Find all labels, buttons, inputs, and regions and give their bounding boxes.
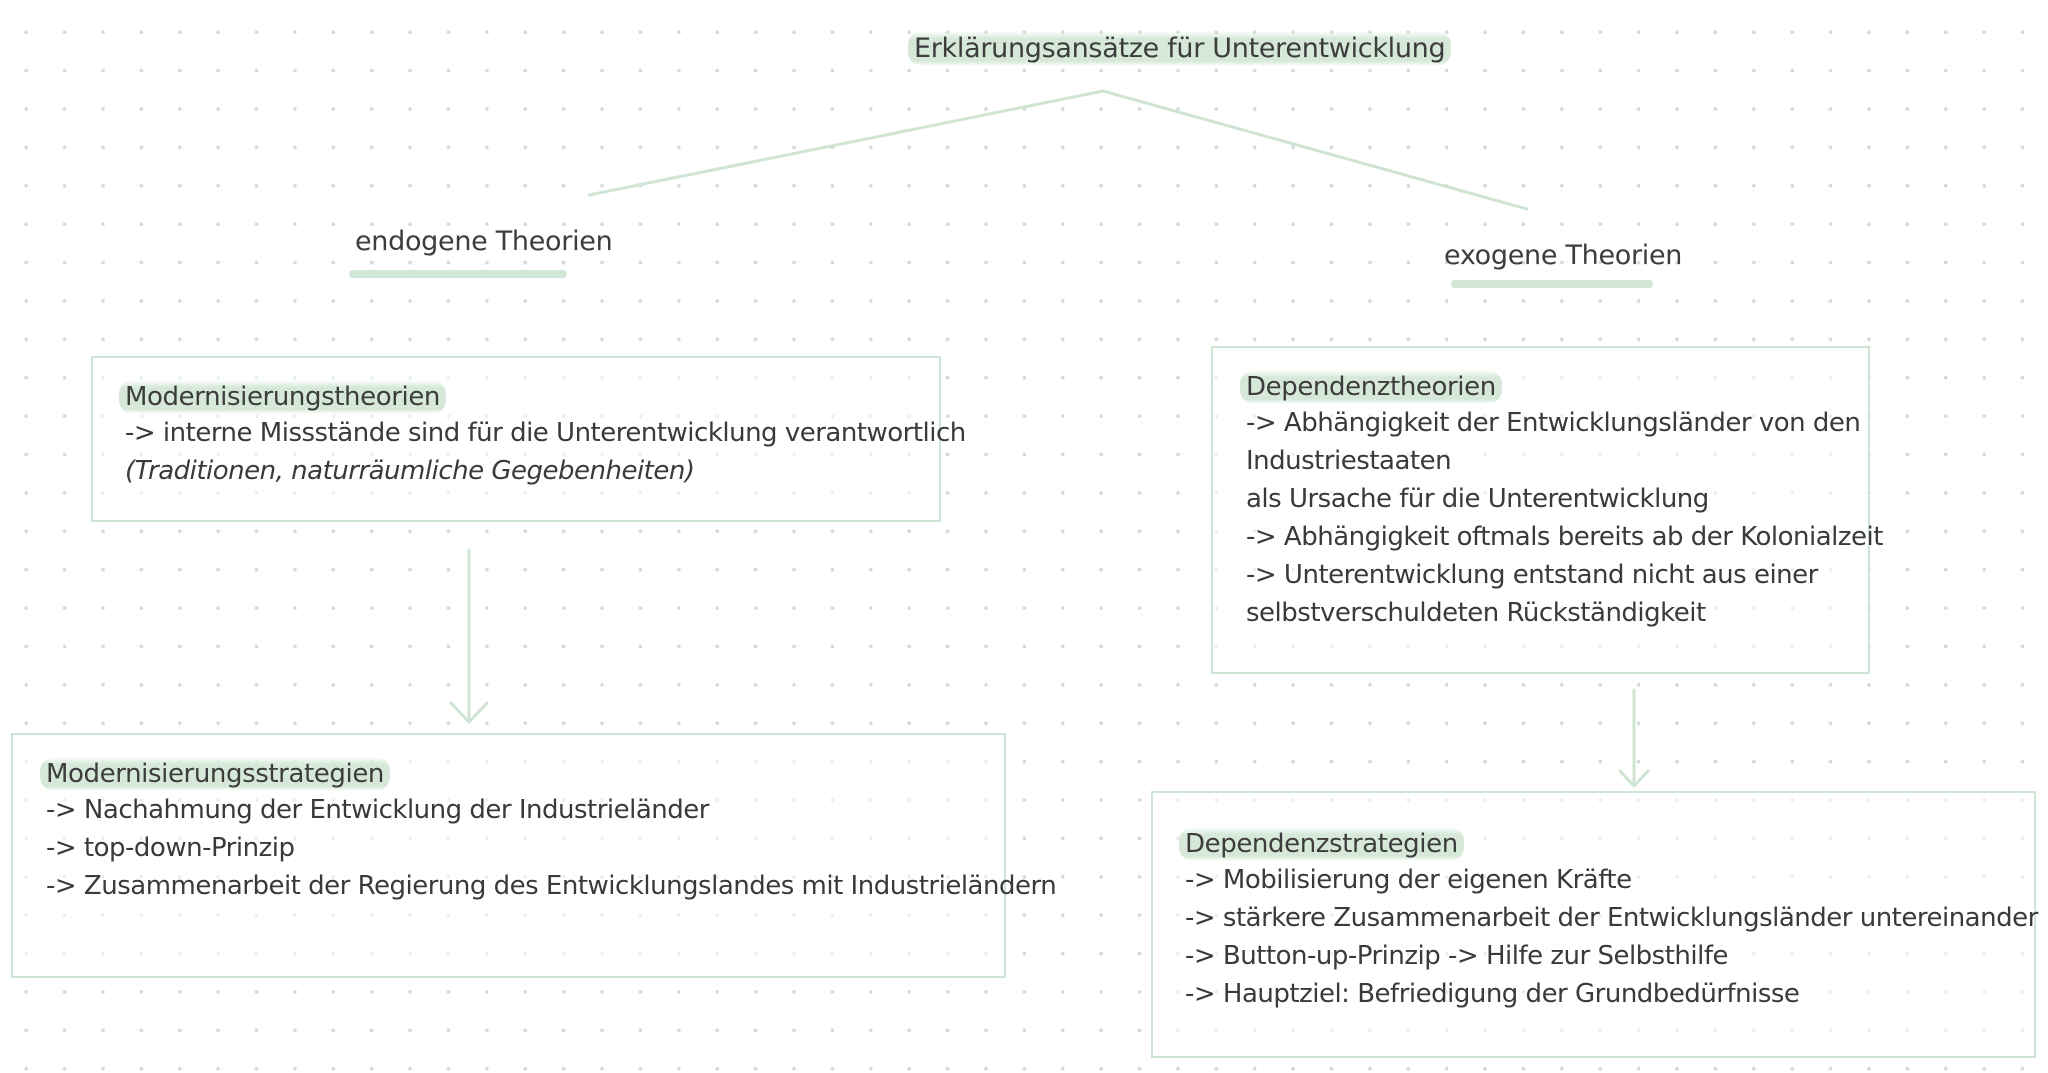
list-item: -> stärkere Zusammenarbeit der Entwicklu… [1185, 903, 2038, 933]
list-item: -> interne Missstände sind für die Unter… [125, 418, 966, 448]
box-dependenztheorien-heading: Dependenztheorien [1240, 370, 1502, 404]
branch-endogene-underline [349, 270, 567, 278]
diagram-title-text: Erklärungsansätze für Unterentwicklung [908, 31, 1452, 66]
list-item: selbstverschuldeten Rückständigkeit [1246, 598, 1706, 628]
list-item: -> top-down-Prinzip [46, 833, 295, 863]
list-item: -> Button-up-Prinzip -> Hilfe zur Selbst… [1185, 941, 1729, 971]
box-modernisierungsstrategien-lines: -> Nachahmung der Entwicklung der Indust… [46, 791, 1057, 905]
diagram-title: Erklärungsansätze für Unterentwicklung [908, 31, 1452, 66]
box-dependenzstrategien-lines: -> Mobilisierung der eigenen Kräfte -> s… [1185, 861, 2038, 1013]
box-modernisierungstheorien-heading: Modernisierungstheorien [119, 380, 447, 414]
list-item: -> Unterentwicklung entstand nicht aus e… [1246, 560, 1818, 590]
list-item: als Ursache für die Unterentwicklung [1246, 484, 1709, 514]
box-modernisierungsstrategien: Modernisierungsstrategien -> Nachahmung … [11, 733, 1057, 978]
list-item: Industriestaaten [1246, 446, 1452, 476]
box-modernisierungsstrategien-heading: Modernisierungsstrategien [40, 757, 390, 791]
dependenz-arrow [1618, 688, 1650, 788]
branch-exogene-label: exogene Theorien [1444, 240, 1683, 271]
list-item: -> Zusammenarbeit der Regierung des Entw… [46, 871, 1057, 901]
list-item: -> Abhängigkeit der Entwicklungsländer v… [1246, 408, 1861, 438]
list-item: -> Hauptziel: Befriedigung der Grundbedü… [1185, 979, 1800, 1009]
box-dependenzstrategien: Dependenzstrategien -> Mobilisierung der… [1151, 791, 2038, 1058]
list-item: -> Abhängigkeit oftmals bereits ab der K… [1246, 522, 1883, 552]
box-dependenztheorien-lines: -> Abhängigkeit der Entwicklungsländer v… [1246, 404, 1883, 632]
modernisierung-arrow [449, 548, 489, 724]
list-item: (Traditionen, naturräumliche Gegebenheit… [125, 456, 695, 486]
box-dependenzstrategien-heading: Dependenzstrategien [1179, 827, 1464, 861]
branch-exogene-underline [1451, 280, 1653, 288]
list-item: -> Mobilisierung der eigenen Kräfte [1185, 865, 1632, 895]
box-dependenztheorien: Dependenztheorien -> Abhängigkeit der En… [1211, 346, 1883, 674]
branch-exogene: exogene Theorien [1444, 240, 1682, 271]
box-modernisierungstheorien-lines: -> interne Missstände sind für die Unter… [125, 414, 966, 490]
branch-endogene-label: endogene Theorien [355, 226, 613, 257]
branch-endogene: endogene Theorien [355, 226, 613, 257]
title-to-endogene-line [587, 89, 1105, 197]
box-modernisierungstheorien: Modernisierungstheorien -> interne Misss… [91, 356, 966, 522]
list-item: -> Nachahmung der Entwicklung der Indust… [46, 795, 709, 825]
title-to-exogene-line [1101, 89, 1529, 211]
